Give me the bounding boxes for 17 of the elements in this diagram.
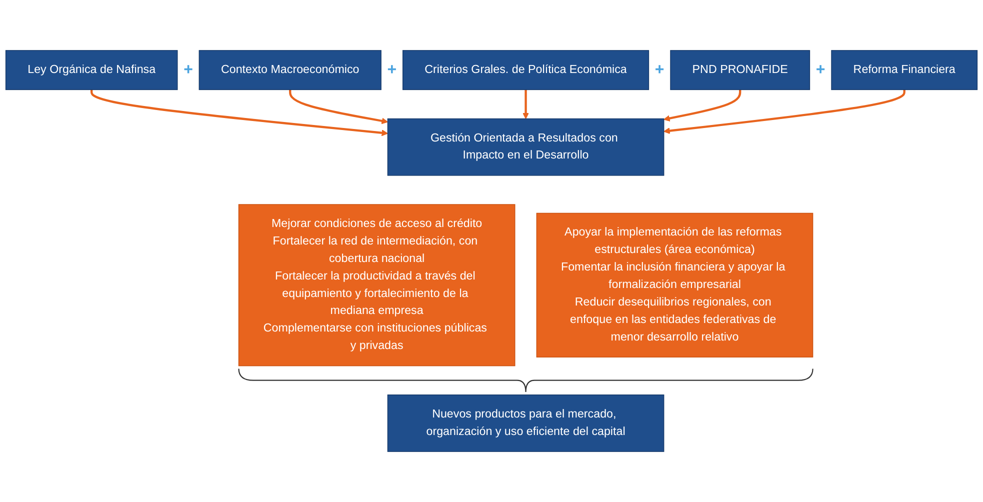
plus-sign: + (654, 62, 664, 79)
arrow (664, 90, 906, 134)
process-box: Mejorar condiciones de acceso al crédito Fortalecer la red de intermediación, con cobertura nacional Fortalecer la productividad a través del equipamiento y fortalecimiento de la mediana empresa Complementarse con instituciones públicas y privadas (238, 204, 516, 366)
process-box: Apoyar la implementación de las reformas estructurales (área económica) Fomentar la inclusión financiera y apoyar la formalización empresarial Reducir desequilibrios regionales, con enfoque en las entidades federativas de menor desarrollo relativo (536, 212, 814, 358)
plus-sign: + (184, 62, 193, 79)
banner-box: Gestión Orientada a Resultados con Impacto en el Desarrollo (387, 118, 664, 176)
arrow (522, 90, 529, 120)
arrow (90, 90, 388, 136)
plus-sign: + (387, 62, 397, 79)
process-box: Contexto Macroeconómico (198, 50, 382, 90)
process-box: Criterios Grales. de Política Económica (402, 50, 650, 90)
process-box: PND PRONAFIDE (670, 50, 810, 90)
process-box: Ley Orgánica de Nafinsa (5, 50, 178, 90)
banner-box: Nuevos productos para el mercado, organización y uso eficiente del capital (387, 394, 664, 452)
arrow (289, 90, 388, 124)
process-box: Reforma Financiera (831, 50, 978, 90)
plus-sign: + (816, 62, 826, 79)
